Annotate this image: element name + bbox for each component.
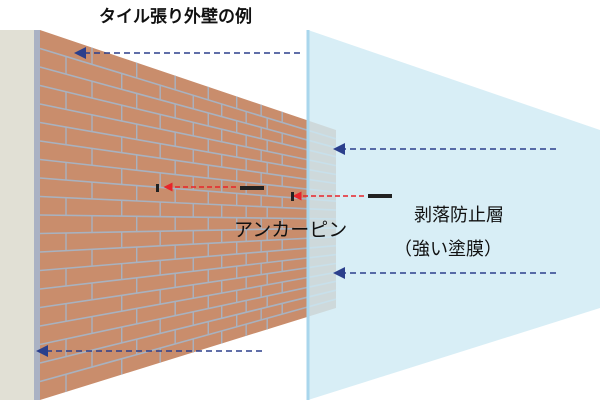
- grout-line-horizontal: [39, 244, 337, 272]
- grout-line-horizontal: [39, 214, 337, 220]
- anchor-pin-near: [368, 194, 392, 198]
- grout-line-horizontal: [39, 195, 337, 211]
- grout-line-horizontal: [39, 298, 337, 383]
- grout-line-horizontal: [39, 227, 337, 235]
- anchor-pin-tip-far: [156, 184, 159, 192]
- tile-surface: [40, 30, 336, 400]
- anchor-pin-label: アンカーピン: [234, 219, 348, 241]
- grout-line-horizontal: [39, 280, 337, 346]
- anchor-pin-tip-near: [291, 192, 294, 201]
- grout-line-horizontal: [39, 177, 337, 202]
- grout-line-horizontal: [39, 121, 337, 176]
- grout-line-horizontal: [39, 84, 337, 158]
- grout-line-horizontal: [39, 140, 337, 185]
- anti-spalling-layer: [308, 30, 600, 400]
- grout-line-horizontal: [39, 158, 337, 194]
- grout-line-horizontal: [39, 262, 337, 309]
- grout-line-horizontal: [39, 271, 337, 327]
- grout-line-horizontal: [39, 236, 337, 253]
- layer-note: （強い塗膜）: [394, 239, 502, 260]
- grout-line-horizontal: [39, 103, 337, 167]
- tile-grout-grid: [39, 47, 337, 392]
- anchor-pin-far: [240, 186, 264, 190]
- concrete-wall: [0, 30, 36, 400]
- grout-line-horizontal: [39, 253, 337, 290]
- wall-edge: [34, 30, 40, 400]
- layer-label: 剥落防止層: [414, 205, 504, 226]
- grout-line-horizontal: [39, 47, 337, 140]
- diagram-title: タイル張り外壁の例: [99, 7, 252, 27]
- grout-line-horizontal: [39, 66, 337, 149]
